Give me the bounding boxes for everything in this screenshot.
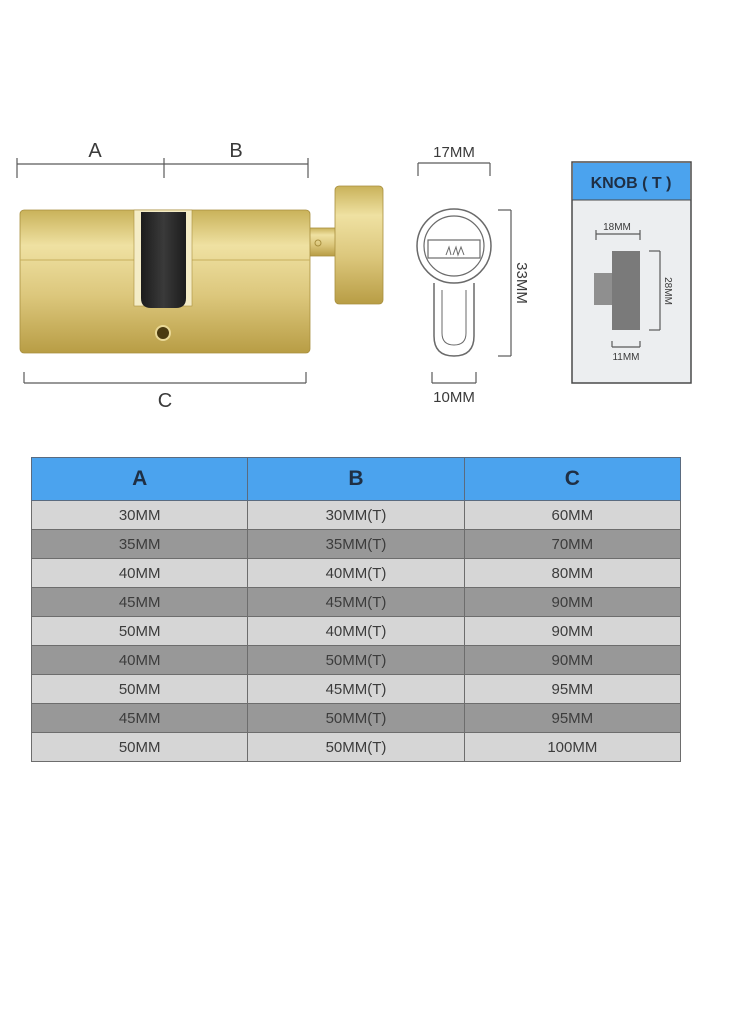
cell-b: 35MM(T): [247, 529, 465, 559]
cell-c: 90MM: [463, 616, 682, 646]
cell-b: 50MM(T): [247, 703, 465, 733]
cell-b: 50MM(T): [247, 645, 465, 675]
size-table: A B C 30MM 30MM(T) 60MM 35MM 35MM(T) 70M…: [30, 457, 682, 762]
front-height-label: 33MM: [513, 262, 530, 304]
cell-a: 50MM: [30, 616, 249, 646]
header-a: A: [30, 457, 249, 501]
front-bottom-label: 10MM: [433, 389, 475, 406]
cell-c: 100MM: [463, 732, 682, 762]
cell-a: 50MM: [30, 674, 249, 704]
header-b: B: [247, 457, 465, 501]
knob-detail-box: KNOB ( T ) 18MM 28MM 11MM: [571, 161, 692, 384]
cell-c: 95MM: [463, 703, 682, 733]
cell-a: 45MM: [30, 703, 249, 733]
cell-b: 40MM(T): [247, 558, 465, 588]
table-row: 50MM 45MM(T) 95MM: [30, 674, 682, 704]
table-row: 40MM 50MM(T) 90MM: [30, 645, 682, 675]
table-row: 35MM 35MM(T) 70MM: [30, 529, 682, 559]
cell-c: 95MM: [463, 674, 682, 704]
cell-c: 60MM: [463, 500, 682, 530]
cell-a: 35MM: [30, 529, 249, 559]
label-c: C: [158, 390, 172, 412]
dimension-c: C: [23, 372, 307, 412]
header-c: C: [463, 457, 682, 501]
cell-a: 50MM: [30, 732, 249, 762]
cell-c: 90MM: [463, 587, 682, 617]
table-row: 45MM 50MM(T) 95MM: [30, 703, 682, 733]
table-row: 40MM 40MM(T) 80MM: [30, 558, 682, 588]
table-row: 50MM 50MM(T) 100MM: [30, 732, 682, 762]
knob-width-label: 18MM: [603, 222, 631, 233]
cell-b: 45MM(T): [247, 587, 465, 617]
knob-title: KNOB ( T ): [591, 175, 672, 192]
table-row: 45MM 45MM(T) 90MM: [30, 587, 682, 617]
table-row: 30MM 30MM(T) 60MM: [30, 500, 682, 530]
label-a: A: [88, 140, 102, 162]
cell-b: 45MM(T): [247, 674, 465, 704]
cell-a: 40MM: [30, 645, 249, 675]
front-width-label: 17MM: [433, 144, 475, 161]
cell-c: 80MM: [463, 558, 682, 588]
lock-cylinder-side-view: [19, 185, 384, 354]
table-row: 50MM 40MM(T) 90MM: [30, 616, 682, 646]
cell-a: 45MM: [30, 587, 249, 617]
knob-shaft-label: 11MM: [612, 352, 639, 363]
lock-front-view: 17MM 33MM 10MM: [416, 144, 530, 406]
cell-a: 40MM: [30, 558, 249, 588]
label-b: B: [229, 140, 242, 162]
cell-b: 50MM(T): [247, 732, 465, 762]
cell-b: 40MM(T): [247, 616, 465, 646]
lock-diagram: A B C 17MM 3: [16, 140, 692, 412]
dimension-a-b: A B: [16, 140, 309, 178]
cell-a: 30MM: [30, 500, 249, 530]
cell-b: 30MM(T): [247, 500, 465, 530]
cell-c: 70MM: [463, 529, 682, 559]
table-header-row: A B C: [30, 457, 682, 501]
knob-height-label: 28MM: [662, 277, 673, 305]
cell-c: 90MM: [463, 645, 682, 675]
